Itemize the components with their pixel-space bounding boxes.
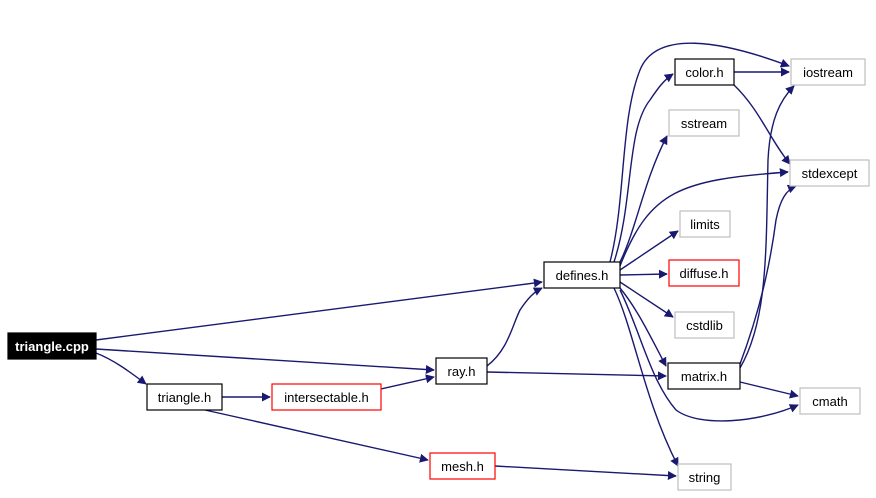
edge-arrow (204, 409, 429, 463)
node-label: defines.h (556, 268, 609, 283)
node-label: iostream (803, 65, 853, 80)
edge-arrow (95, 278, 543, 341)
edge-intersectable-h-to-ray-h (380, 374, 435, 390)
node-triangle-cpp[interactable]: triangle.cpp (7, 332, 97, 360)
node-iostream: iostream (790, 58, 866, 86)
edge-arrow (619, 289, 799, 422)
edge-arrow (619, 287, 667, 367)
edge-mesh-h-to-string (494, 465, 677, 481)
edge-arrow (609, 42, 790, 263)
edge-arrow (619, 281, 674, 318)
node-stdexcept: stdexcept (789, 159, 870, 187)
edge-defines-h-to-matrix-h (619, 287, 667, 367)
node-layer: triangle.cpp triangle.h intersectable.h ray… (7, 58, 870, 491)
node-mesh-h[interactable]: mesh.h (429, 452, 496, 480)
node-box (799, 387, 861, 415)
node-ray-h[interactable]: ray.h (435, 357, 488, 385)
node-box (435, 357, 488, 385)
node-label: cstdlib (686, 318, 723, 333)
edge-ray-h-to-defines-h (486, 287, 543, 367)
edge-arrow (380, 374, 435, 390)
node-box (271, 383, 382, 411)
node-box (429, 452, 496, 480)
node-color-h[interactable]: color.h (674, 58, 735, 86)
edge-arrow (619, 135, 668, 263)
edge-triangle-cpp-to-ray-h (95, 348, 435, 374)
edge-color-h-to-stdexcept (733, 84, 791, 165)
node-label: sstream (681, 116, 727, 131)
edge-layer (95, 42, 799, 481)
node-label: limits (690, 217, 720, 232)
node-label: mesh.h (441, 459, 484, 474)
node-matrix-h[interactable]: matrix.h (667, 362, 741, 390)
edge-arrow (95, 348, 435, 374)
node-box (679, 210, 731, 238)
node-label: ray.h (448, 364, 476, 379)
edge-arrow (95, 352, 147, 385)
node-limits: limits (679, 210, 731, 238)
node-box (668, 259, 740, 287)
node-box (790, 58, 866, 86)
node-box (789, 159, 870, 187)
edge-arrow (619, 269, 668, 279)
edge-arrow (739, 381, 799, 399)
edge-triangle-cpp-to-defines-h (95, 278, 543, 341)
node-diffuse-h[interactable]: diffuse.h (668, 259, 740, 287)
node-defines-h[interactable]: defines.h (543, 261, 621, 289)
node-label: diffuse.h (680, 266, 729, 281)
edge-defines-h-to-cstdlib (619, 281, 674, 318)
edge-arrow (739, 184, 797, 365)
edge-defines-h-to-cmath (619, 289, 799, 422)
edge-arrow (619, 168, 789, 267)
node-string: string (677, 463, 732, 491)
edge-matrix-h-to-iostream (739, 85, 795, 369)
node-cmath: cmath (799, 387, 861, 415)
node-box (667, 362, 741, 390)
edge-arrow (739, 85, 795, 369)
node-box (7, 332, 97, 360)
node-box (146, 383, 223, 411)
node-box (674, 311, 735, 339)
edge-defines-h-to-string (613, 287, 679, 467)
node-label: color.h (685, 65, 723, 80)
edge-matrix-h-to-cmath (739, 381, 799, 399)
node-label: triangle.cpp (15, 339, 89, 354)
edge-defines-h-to-color-h (613, 73, 674, 263)
edge-arrow (613, 287, 679, 467)
node-label: stdexcept (802, 166, 858, 181)
edge-matrix-h-to-stdexcept (739, 184, 797, 365)
node-label: string (689, 470, 721, 485)
edge-triangle-cpp-to-triangle-h (95, 352, 147, 385)
node-box (668, 109, 740, 137)
node-intersectable-h[interactable]: intersectable.h (271, 383, 382, 411)
node-label: intersectable.h (284, 390, 369, 405)
edge-triangle-h-to-mesh-h (204, 409, 429, 463)
node-label: triangle.h (158, 390, 211, 405)
node-box (543, 261, 621, 289)
edge-defines-h-to-diffuse-h (619, 269, 668, 279)
edge-defines-h-to-limits (619, 230, 679, 271)
node-cstdlib: cstdlib (674, 311, 735, 339)
node-label: cmath (812, 394, 847, 409)
edge-arrow (619, 230, 679, 271)
edge-arrow (486, 371, 667, 381)
node-sstream: sstream (668, 109, 740, 137)
node-label: matrix.h (681, 369, 727, 384)
edge-ray-h-to-matrix-h (486, 371, 667, 381)
node-box (674, 58, 735, 86)
edge-defines-h-to-stdexcept (619, 168, 789, 267)
node-triangle-h[interactable]: triangle.h (146, 383, 223, 411)
edge-arrow (486, 287, 543, 367)
node-box (677, 463, 732, 491)
edge-arrow (733, 84, 791, 165)
edge-defines-h-to-sstream (619, 135, 668, 263)
edge-arrow (494, 465, 677, 481)
edge-defines-h-to-iostream (609, 42, 790, 263)
edge-arrow (613, 73, 674, 263)
